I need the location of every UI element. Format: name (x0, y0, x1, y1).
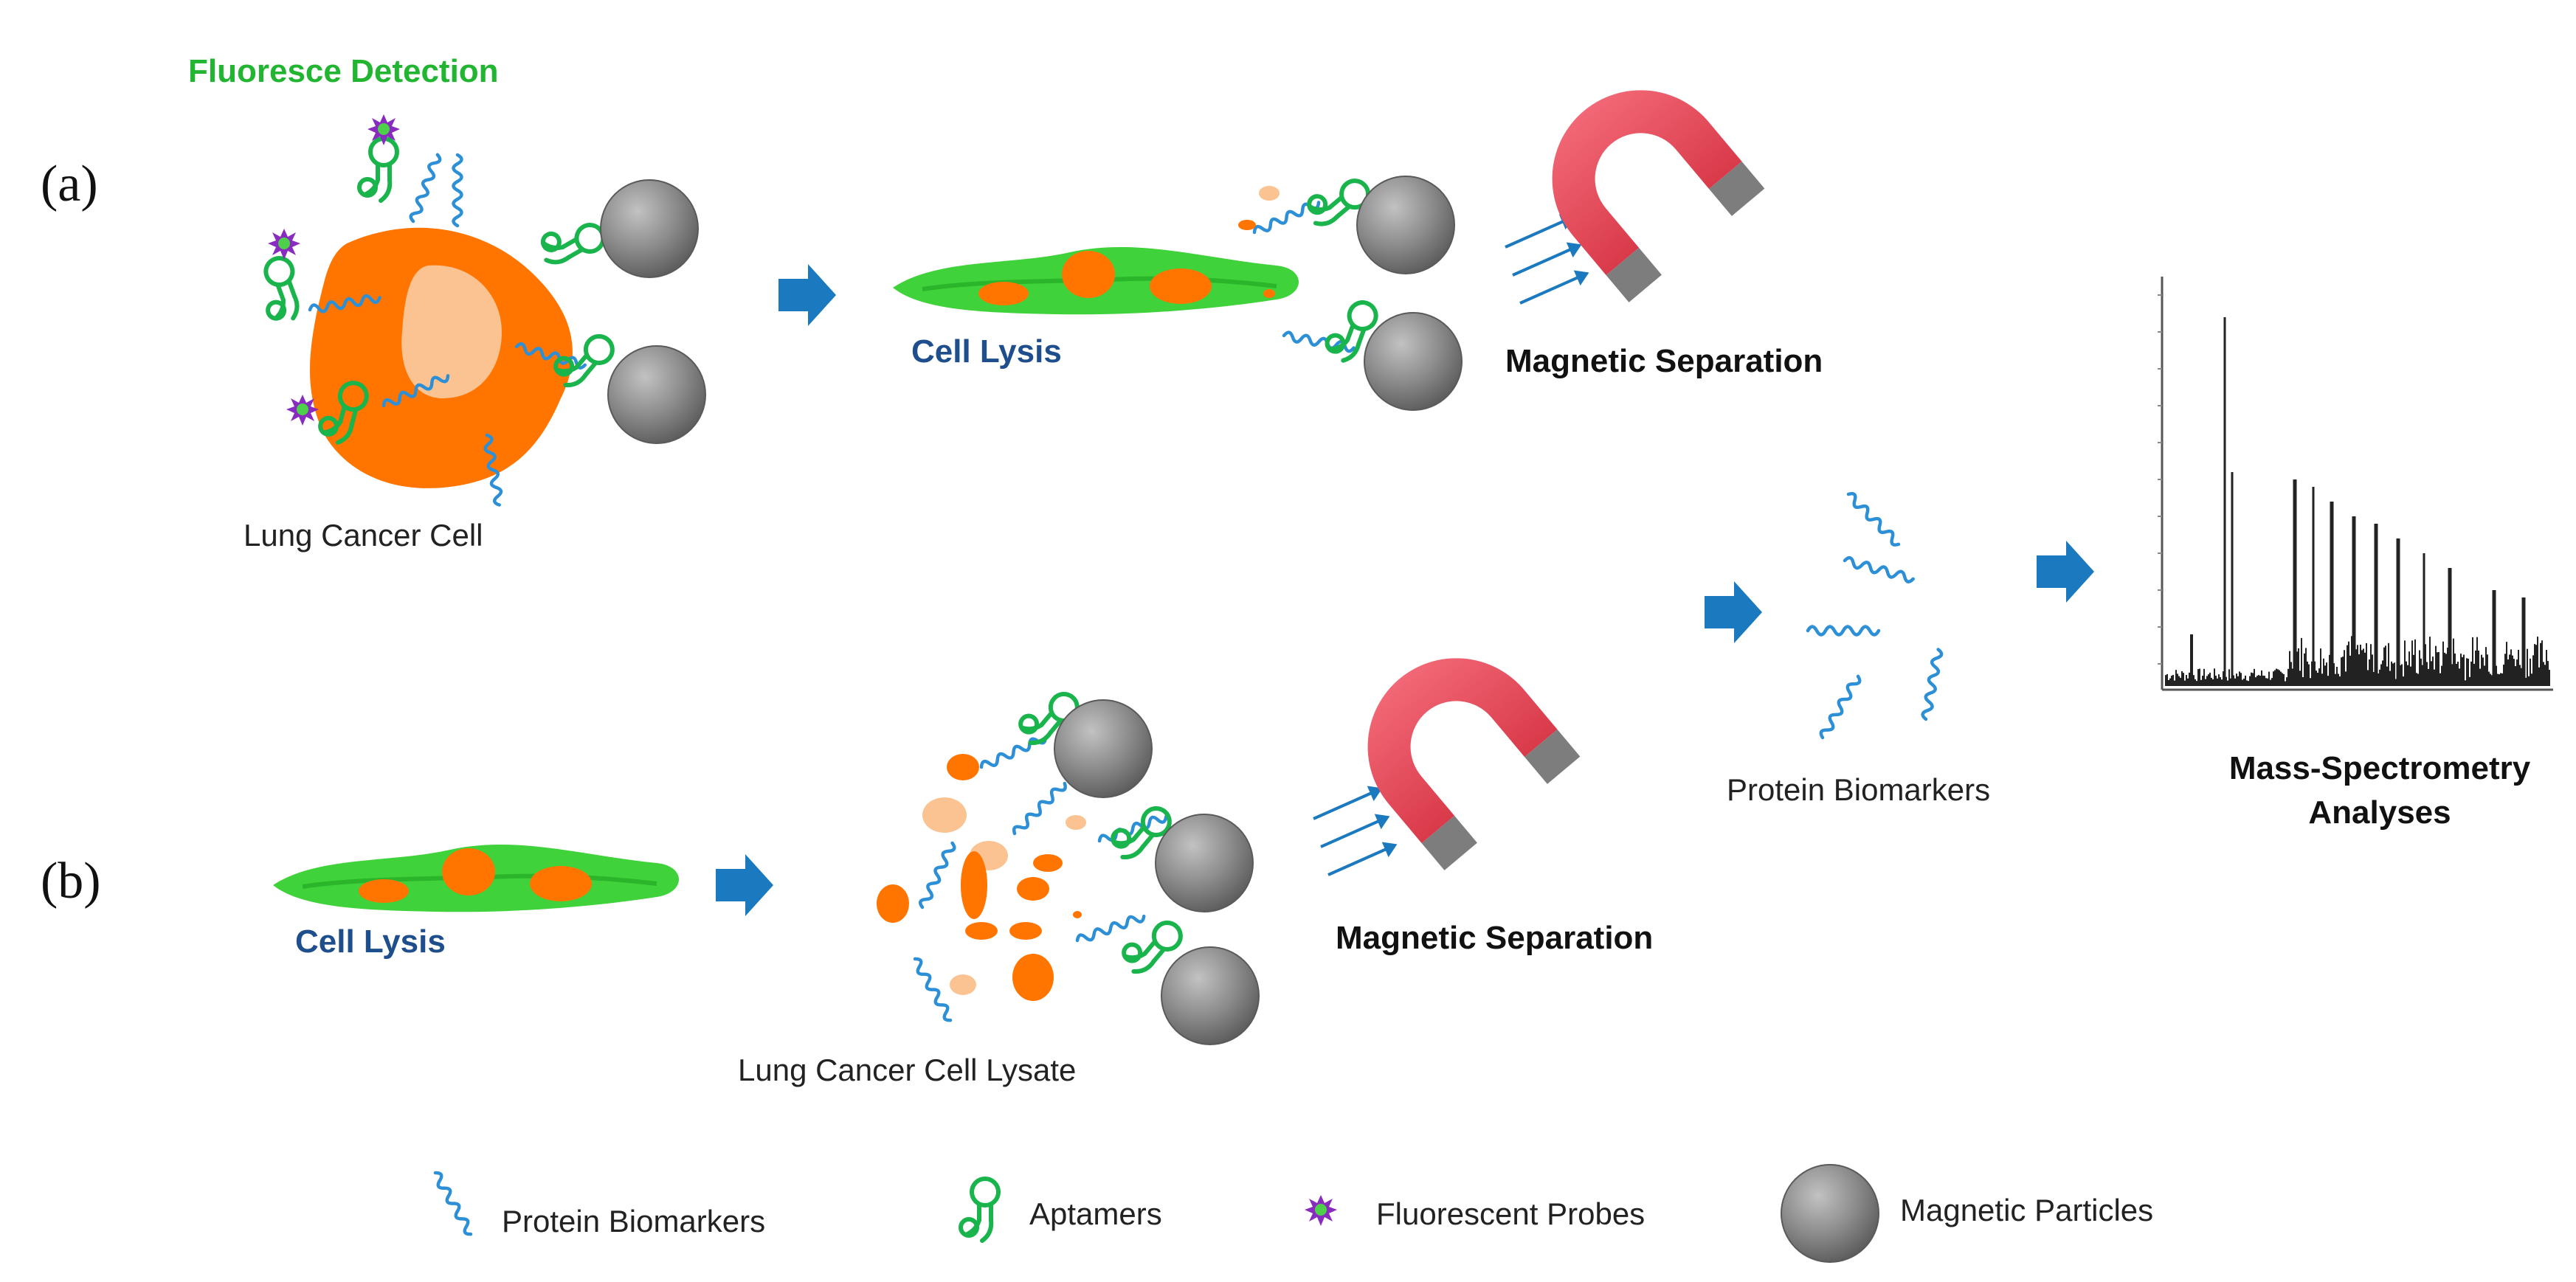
cell-nucleus-shape (401, 265, 502, 398)
legend-magnetic-particles-label: Magnetic Particles (1900, 1193, 2154, 1227)
magnetic-particle-icon (600, 179, 699, 278)
biomarker-icon (454, 155, 462, 226)
fluorescent-probe-icon (367, 114, 400, 145)
fragment-shape (1263, 289, 1275, 298)
fragment-shape (1238, 220, 1256, 230)
biomarker-icon (410, 153, 441, 223)
mass-spectrum-plot (2158, 277, 2553, 691)
fluorescence-detection-label: Fluoresce Detection (188, 53, 499, 89)
biomarker-icon (1808, 627, 1879, 635)
biomarker-icon (1922, 649, 1943, 720)
attraction-arrows-icon (1312, 786, 1396, 876)
cell-lysis-label-b: Cell Lysis (295, 924, 446, 960)
panel-a-group (252, 54, 1765, 505)
aptamer-icon (536, 210, 608, 274)
magnet-icon (1516, 54, 1765, 302)
biomarker-icon (1012, 780, 1068, 836)
mass-spec-label-line2: Analyses (2308, 794, 2451, 831)
magnet-icon (1331, 622, 1581, 870)
fluorescent-probe-icon (286, 395, 319, 426)
mass-spec-label-line1: Mass-Spectrometry (2228, 750, 2531, 786)
magnetic-separation-label-a: Magnetic Separation (1505, 343, 1823, 379)
aptamer-icon (359, 139, 397, 201)
spectrum-peaks (2165, 317, 2550, 686)
legend-particle-icon (1781, 1164, 1879, 1263)
panel-label-b: (b) (41, 853, 101, 909)
legend-aptamers-label: Aptamers (1029, 1196, 1162, 1231)
process-arrow-icon (716, 854, 773, 916)
cell-lysis-label-a: Cell Lysis (911, 333, 1062, 370)
biomarker-icon (1845, 491, 1902, 547)
magnetic-particle-icon (1364, 312, 1463, 411)
biomarker-icon (1819, 674, 1862, 740)
magnetic-particle-icon (1054, 699, 1153, 798)
biomarker-icon (1844, 557, 1915, 583)
magnetic-particle-icon (607, 345, 706, 444)
lung-cancer-cell-lysate-label: Lung Cancer Cell Lysate (738, 1053, 1077, 1087)
magnetic-particle-icon (1155, 814, 1254, 912)
legend-fluorescent-probes-label: Fluorescent Probes (1376, 1196, 1646, 1231)
cell-lysate-debris (877, 754, 1086, 1001)
biomarker-icon (919, 842, 956, 909)
magnetic-separation-label-b: Magnetic Separation (1336, 920, 1654, 956)
magnetic-particle-icon (1356, 176, 1455, 274)
biomarker-icon (1076, 912, 1145, 944)
aptamer-icon (252, 254, 308, 325)
biomarker-icon (980, 733, 1048, 771)
magnetic-particle-icon (1161, 946, 1260, 1045)
lysed-cell-shape (273, 845, 679, 912)
lysed-cell-shape (893, 247, 1299, 314)
panel-label-a: (a) (41, 156, 98, 212)
process-arrow-icon (1705, 581, 1762, 643)
legend-biomarker-icon (432, 1171, 474, 1236)
legend-protein-biomarkers-label: Protein Biomarkers (502, 1204, 766, 1238)
fluorescent-probe-icon (268, 229, 300, 260)
legend-probe-icon (1305, 1195, 1337, 1226)
results-group (1705, 277, 2553, 740)
biomarker-icon (911, 957, 954, 1022)
panel-b-group (273, 622, 1581, 1045)
legend-aptamer-icon (961, 1179, 998, 1241)
fragment-shape (1259, 186, 1280, 201)
lung-cancer-cell-label: Lung Cancer Cell (244, 518, 483, 552)
process-arrow-icon (2037, 541, 2094, 603)
protein-biomarkers-label: Protein Biomarkers (1727, 772, 1991, 807)
process-arrow-icon (778, 264, 836, 326)
